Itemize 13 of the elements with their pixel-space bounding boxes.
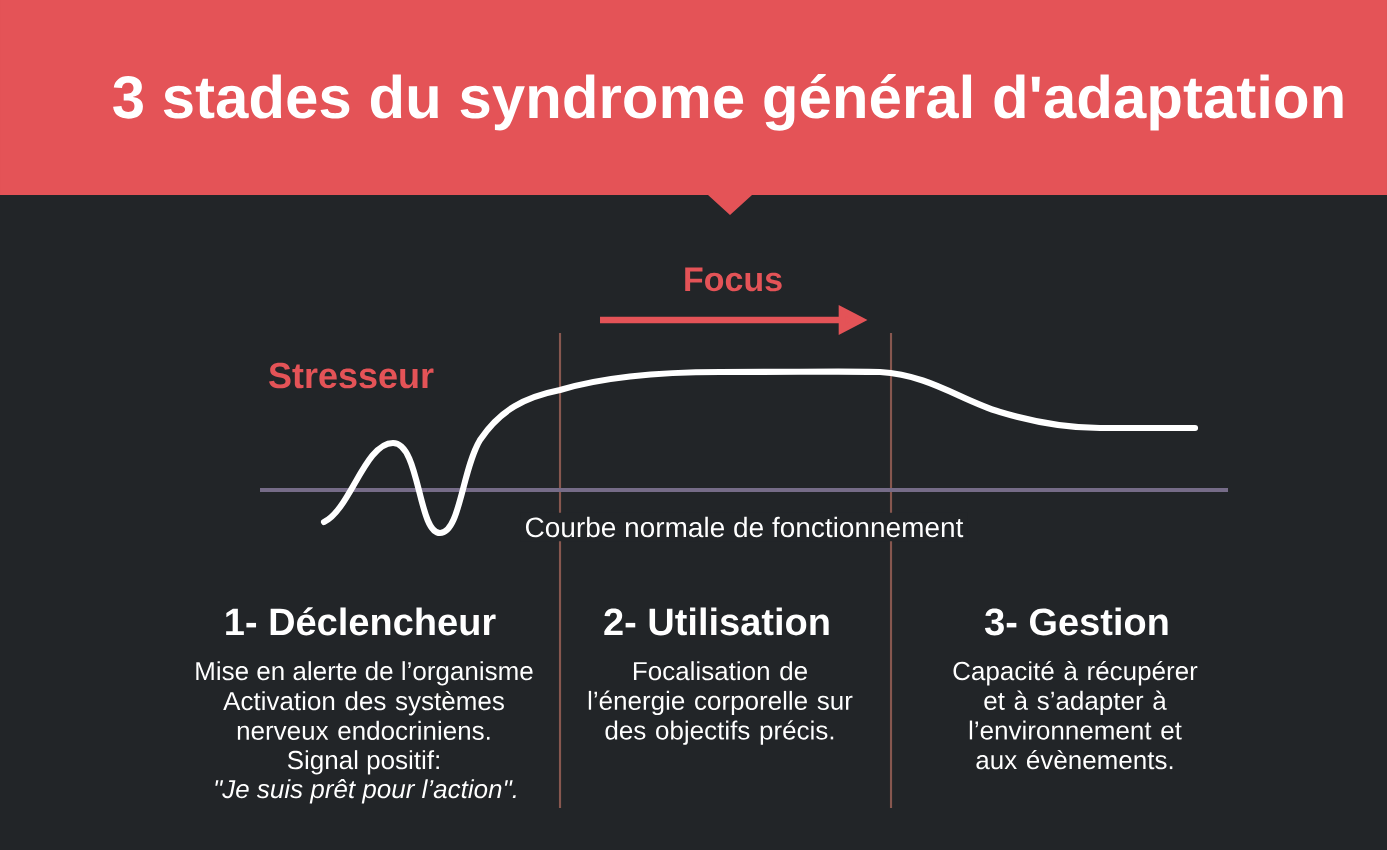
stage-description: Focalisation de l’énergie corporelle sur des objectifs précis. <box>588 661 853 745</box>
curve-label: Stresseur <box>269 362 434 389</box>
stage-description: Activation des systèmes nerveux endocriniens. <box>223 690 504 740</box>
stage-description: Mise en alerte de l’organisme <box>196 661 533 686</box>
line-label: Courbe normale de fonctionnement <box>520 512 968 542</box>
title: 3 stades du syndrome général d'adaptation <box>113 74 1343 131</box>
arrow-label: Focus <box>685 267 782 292</box>
stage-heading: 1- Déclencheur <box>226 607 496 636</box>
stage-heading: 3- Gestion <box>985 607 1168 636</box>
stage-heading: 2- Utilisation <box>604 607 829 636</box>
stage-description: Capacité à récupérer et à s’adapter à l’environnement et aux évènements. <box>953 660 1198 770</box>
stage-description: Signal positif: <box>287 750 439 775</box>
quote-text: "Je suis prêt pour l’action". <box>215 779 516 804</box>
